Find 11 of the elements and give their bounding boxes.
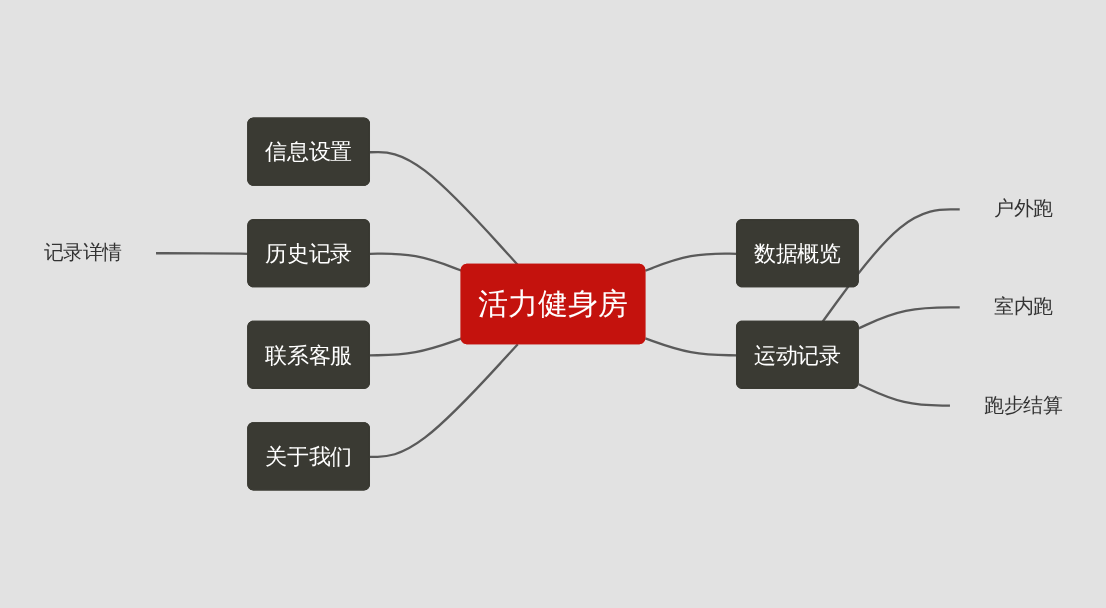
connector: [821, 208, 960, 323]
connector: [370, 337, 463, 357]
connector: [370, 252, 463, 272]
connector: [370, 343, 519, 459]
connector: [370, 151, 519, 266]
node-text: 跑步结算: [984, 393, 1063, 417]
node-text: 户外跑: [994, 197, 1053, 220]
node-text: 室内跑: [994, 295, 1053, 319]
connector: [858, 306, 960, 330]
connector: [858, 383, 950, 407]
node-text: 记录详情: [43, 240, 122, 264]
